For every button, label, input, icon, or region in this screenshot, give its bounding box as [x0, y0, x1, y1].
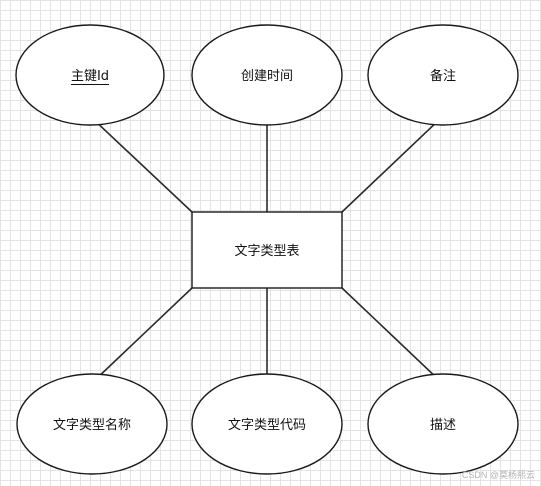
attr-remark-label: 备注 [430, 68, 456, 84]
entity-box[interactable]: 文字类型表 [191, 211, 343, 289]
watermark: CSDN @莫杨熙云 [461, 470, 535, 480]
attr-type-name-label: 文字类型名称 [53, 417, 131, 433]
edge-type-name [93, 287, 193, 382]
attr-description[interactable]: 描述 [367, 373, 519, 475]
attr-type-code-label: 文字类型代码 [228, 418, 306, 433]
edge-primary-key [91, 117, 193, 213]
attr-remark[interactable]: 备注 [367, 24, 519, 126]
attr-primary-key[interactable]: 主键Id [15, 24, 165, 126]
attr-description-label: 描述 [430, 418, 456, 433]
attr-type-name[interactable]: 文字类型名称 [16, 373, 168, 475]
edge-remark [341, 117, 442, 213]
attr-type-code[interactable]: 文字类型代码 [191, 373, 343, 475]
attr-created-time-label: 创建时间 [241, 69, 293, 84]
entity-label: 文字类型表 [234, 244, 299, 259]
attr-primary-key-label: 主键Id [71, 69, 109, 84]
edge-description [341, 287, 441, 382]
attr-created-time[interactable]: 创建时间 [191, 24, 343, 126]
